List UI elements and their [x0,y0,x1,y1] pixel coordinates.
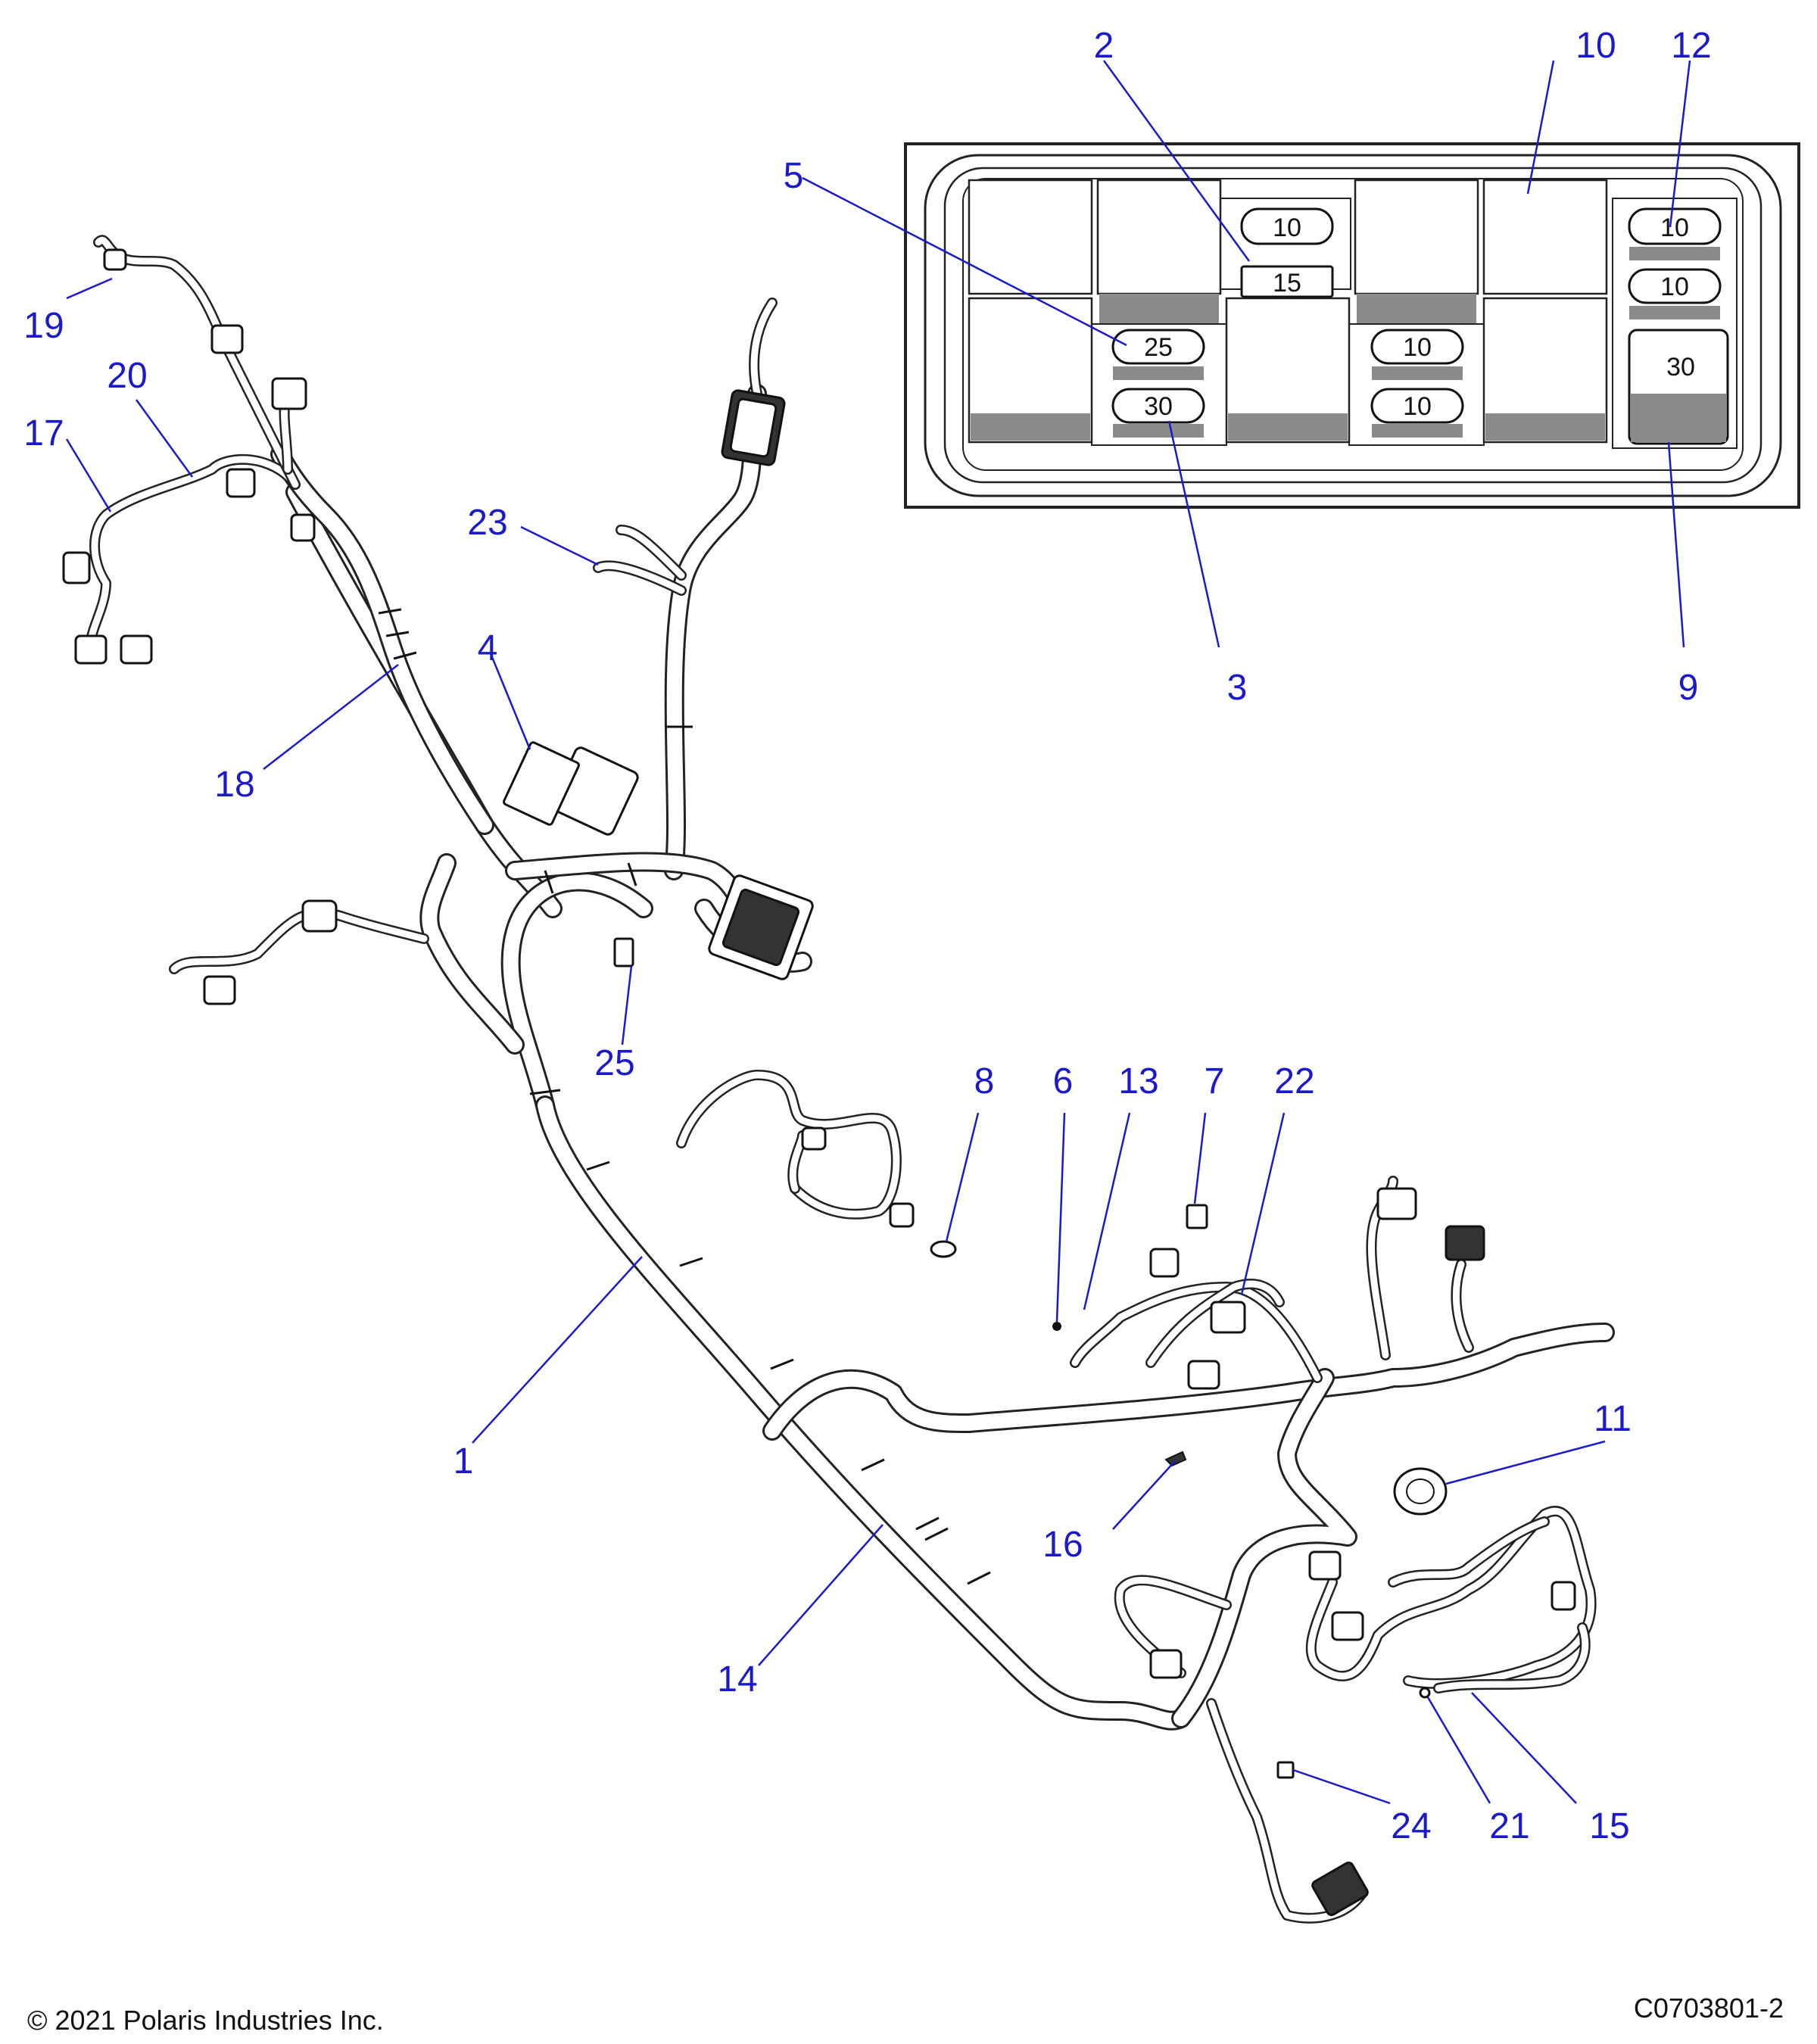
fuse-10a [1628,207,1722,245]
fuse-30a [1111,388,1205,424]
connector [301,899,338,933]
connector [271,377,307,410]
main-harness [86,235,1615,1924]
fuse-rating: 25 [1144,333,1173,362]
callout-16: 16 [1043,1525,1083,1565]
callout-15: 15 [1589,1806,1629,1846]
callout-2: 2 [1094,26,1114,66]
callout-4: 4 [478,628,498,668]
connector [1331,1611,1364,1641]
callout-17: 17 [23,413,64,453]
fuse-10a [1240,207,1334,245]
callout-19: 19 [23,306,64,346]
figure-id: C0703801-2 [1633,1993,1784,2024]
fuse-rating: 30 [1666,353,1695,382]
fuse-rating: 10 [1660,213,1689,242]
large-grommet [1393,1467,1448,1516]
clip [1186,1204,1208,1229]
callout-1: 1 [453,1441,474,1482]
relay-block [1096,179,1222,295]
callout-14: 14 [717,1659,757,1700]
connector [1187,1360,1220,1390]
connector [1149,1649,1183,1679]
callout-10: 10 [1575,26,1616,66]
fuse-rating: 15 [1273,269,1301,298]
fuse-10a [1628,268,1722,304]
relay-block [1482,179,1608,295]
sensor-tip [1419,1687,1431,1699]
relay-block [1354,179,1479,295]
grommet [930,1240,957,1258]
callout-9: 9 [1678,668,1699,708]
callout-numbers: 2 5 3 10 12 9 4 25 8 6 13 7 22 11 16 1 1… [23,26,1711,1846]
fuse-rating: 10 [1403,333,1432,362]
connector [801,1126,827,1151]
callout-3: 3 [1227,668,1248,708]
callout-24: 24 [1391,1806,1431,1846]
connector [290,513,316,542]
callout-12: 12 [1671,26,1711,66]
connector [1551,1581,1576,1611]
connector [203,975,236,1005]
fuse-box-inset: 10 15 25 30 10 10 10 10 30 [904,142,1800,509]
connector [120,634,153,665]
callout-25: 25 [594,1043,634,1083]
cable-tie [1164,1450,1187,1467]
callout-20: 20 [107,356,147,396]
harness-bands [378,608,991,1585]
fuse-rating: 10 [1403,392,1432,421]
fuse-rating: 30 [1144,392,1173,421]
connector [226,468,256,498]
fuse-25a [1111,329,1205,365]
connector [1149,1248,1180,1278]
callout-13: 13 [1118,1061,1158,1101]
copyright-text: © 2021 Polaris Industries Inc. [27,2005,384,2036]
fuse-rating: 10 [1660,273,1689,301]
fuse-rating: 10 [1273,213,1301,242]
relay-block [968,179,1093,295]
connector [74,634,108,665]
callout-22: 22 [1274,1061,1314,1101]
callout-21: 21 [1489,1806,1529,1846]
harness-connectors [62,248,1576,1916]
connector [1308,1550,1342,1581]
fuse-10a [1370,329,1464,365]
connector [889,1202,915,1228]
terminal-block [503,741,580,826]
callout-11: 11 [1594,1399,1632,1439]
callout-18: 18 [214,765,254,805]
terminal-connector [613,937,634,967]
fastener [1052,1322,1061,1331]
connector [62,551,91,584]
connector [1445,1225,1485,1261]
callout-leaders [65,60,1691,1805]
connector [1210,1301,1246,1334]
callout-7: 7 [1205,1061,1225,1101]
fuse-15a [1240,265,1334,298]
connector [1376,1187,1417,1220]
fuse-10a [1370,388,1464,424]
nut [1276,1761,1295,1779]
rear-connector [1311,1862,1369,1916]
callout-8: 8 [974,1061,995,1101]
callout-6: 6 [1053,1061,1074,1101]
callout-23: 23 [467,503,507,543]
connector [210,324,244,354]
callout-5: 5 [784,156,804,196]
connector [103,248,127,271]
